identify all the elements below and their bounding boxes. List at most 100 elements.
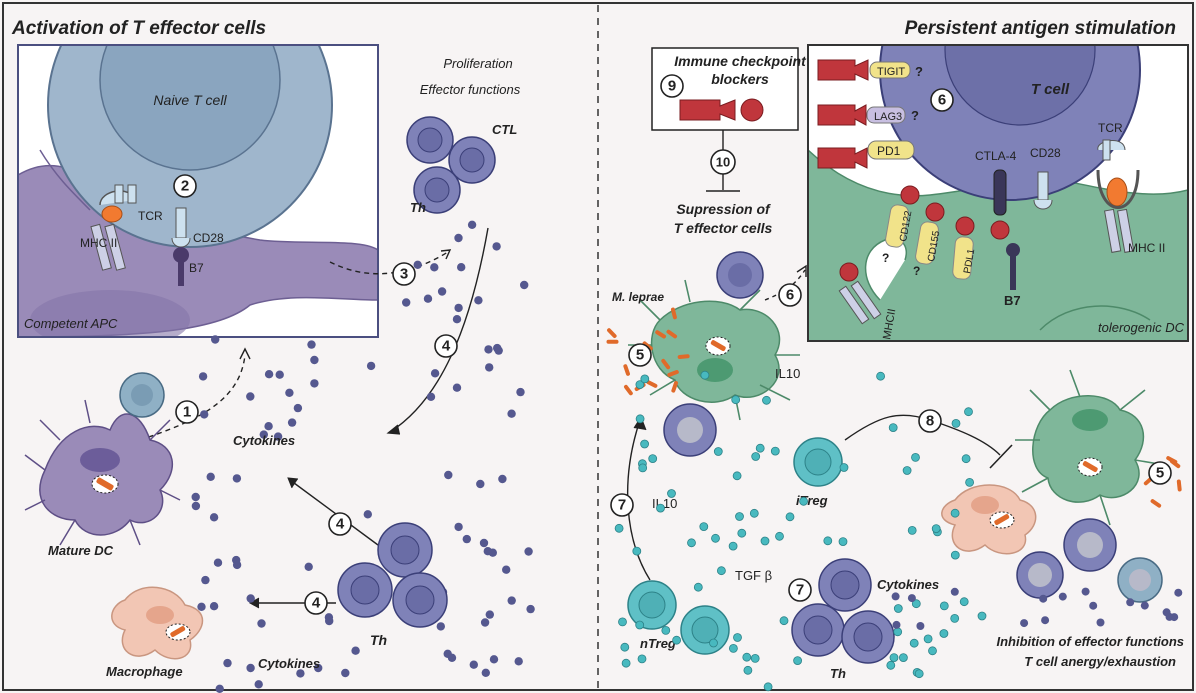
mhcii-label: MHCII bbox=[881, 308, 898, 341]
cytokine-dot bbox=[293, 403, 303, 413]
svg-text:4: 4 bbox=[312, 595, 321, 612]
svg-text:10: 10 bbox=[716, 155, 730, 170]
suppression-label-line1: Supression of bbox=[676, 201, 771, 217]
cytokine-dot bbox=[498, 474, 507, 484]
step-marker-3: 3 bbox=[392, 262, 416, 286]
svg-text:7: 7 bbox=[796, 582, 804, 599]
cytokine-dot bbox=[426, 392, 436, 401]
bacillus bbox=[1150, 499, 1162, 508]
cytokine-dot bbox=[700, 370, 710, 380]
bacillus bbox=[607, 328, 617, 338]
cytokine-dot bbox=[476, 479, 485, 489]
cytokine-dot bbox=[893, 627, 903, 637]
cd122-ligand bbox=[885, 185, 920, 248]
tigit-question: ? bbox=[915, 64, 923, 79]
ctl-cell-cluster bbox=[406, 116, 496, 214]
th-top-label: Th bbox=[410, 200, 426, 215]
macrophage bbox=[111, 586, 204, 660]
cytokine-dot bbox=[751, 452, 761, 461]
b7-label-right: B7 bbox=[1004, 293, 1021, 308]
cytokine-dot bbox=[1039, 594, 1048, 603]
step-marker-4b: 4 bbox=[328, 512, 352, 536]
cytokine-dot bbox=[961, 454, 971, 464]
th-bottom-label: Th bbox=[370, 632, 387, 648]
inhibition-label-line2: T cell anergy/exhaustion bbox=[1024, 654, 1176, 669]
cytokine-dot bbox=[638, 463, 648, 473]
ctl-label: CTL bbox=[492, 122, 517, 137]
cytokine-dot bbox=[437, 287, 447, 296]
apc-label: Competent APC bbox=[24, 316, 118, 331]
cytokine-dot bbox=[430, 369, 440, 378]
mature-dc-label: Mature DC bbox=[48, 543, 114, 558]
cytokine-dot bbox=[620, 642, 630, 652]
cytokine-dot bbox=[965, 477, 974, 487]
svg-text:4: 4 bbox=[336, 516, 345, 533]
cytokine-dot bbox=[1096, 618, 1105, 627]
effector-functions-label: Effector functions bbox=[420, 82, 521, 97]
cytokine-dot bbox=[209, 602, 219, 611]
step-marker-9: 9 bbox=[660, 74, 684, 98]
cytokine-dot bbox=[750, 654, 760, 663]
m-leprae-bacilli bbox=[606, 307, 1182, 508]
cytokine-dot bbox=[799, 496, 808, 506]
lag3-receptor bbox=[817, 104, 906, 126]
svg-text:5: 5 bbox=[636, 347, 644, 364]
cytokine-dot bbox=[737, 528, 747, 538]
cytokine-dot bbox=[823, 536, 833, 546]
cytokine-dot bbox=[907, 594, 916, 603]
antibody-icon bbox=[679, 99, 736, 121]
cytokine-dot bbox=[287, 418, 297, 427]
cytokines-right-label: Cytokines bbox=[877, 577, 939, 592]
svg-text:6: 6 bbox=[938, 92, 946, 109]
cytokine-dot bbox=[635, 380, 645, 390]
cytokine-dot bbox=[197, 602, 206, 611]
cytokine-dot bbox=[191, 492, 200, 502]
cytokine-dot bbox=[1089, 601, 1098, 610]
step-marker-1: 1 bbox=[175, 400, 199, 424]
tolerogenic-dc-label: tolerogenic DC bbox=[1098, 320, 1185, 335]
cytokine-dot bbox=[1140, 601, 1149, 610]
cytokine-dot bbox=[672, 635, 681, 645]
cytokine-dot bbox=[640, 374, 650, 384]
cytokine-dot bbox=[480, 618, 490, 627]
cytokine-dot bbox=[711, 533, 720, 543]
cd122-question: ? bbox=[882, 251, 889, 265]
bacillus bbox=[1176, 479, 1182, 492]
cytokine-dot bbox=[729, 644, 738, 653]
cytokine-dot bbox=[1058, 592, 1067, 601]
cytokine-dot bbox=[201, 575, 210, 585]
lag3-question: ? bbox=[911, 108, 919, 123]
cd122-label: CD122 bbox=[898, 210, 914, 243]
cytokine-dot bbox=[891, 592, 900, 601]
cytokine-dot bbox=[447, 653, 457, 662]
svg-text:2: 2 bbox=[181, 178, 189, 195]
bacillus bbox=[666, 329, 678, 339]
cytokine-dot bbox=[215, 684, 224, 693]
cytokine-dot bbox=[892, 620, 901, 629]
pdl1-label: PDL1 bbox=[962, 248, 977, 275]
left-inset-frame bbox=[17, 44, 379, 338]
cytokine-dot bbox=[911, 599, 921, 609]
cytokine-dot bbox=[492, 242, 501, 251]
cytokine-dot bbox=[618, 617, 627, 627]
ctla4-label: CTLA-4 bbox=[975, 149, 1017, 163]
cytokine-dot bbox=[502, 565, 511, 574]
cytokine-dot bbox=[876, 371, 885, 381]
bacillus bbox=[661, 358, 671, 370]
tolerogenic-dc-lower bbox=[1015, 369, 1166, 526]
cytokine-dot bbox=[264, 370, 274, 379]
cytokine-dot bbox=[474, 296, 483, 305]
cytokine-dot bbox=[341, 668, 350, 678]
cytokine-dot bbox=[310, 355, 319, 365]
bacillus bbox=[1166, 456, 1178, 464]
svg-text:7: 7 bbox=[618, 497, 626, 514]
cytokine-dot bbox=[454, 233, 463, 243]
cytokine-dot bbox=[760, 536, 770, 546]
step-marker-2: 2 bbox=[173, 174, 197, 198]
cytokine-dot bbox=[939, 629, 949, 638]
cytokine-dot bbox=[246, 594, 255, 603]
cytokine-dot bbox=[198, 372, 208, 381]
arrow-4-middle bbox=[289, 479, 379, 546]
tigit-receptor bbox=[817, 59, 911, 81]
cytokine-dot bbox=[731, 395, 741, 405]
